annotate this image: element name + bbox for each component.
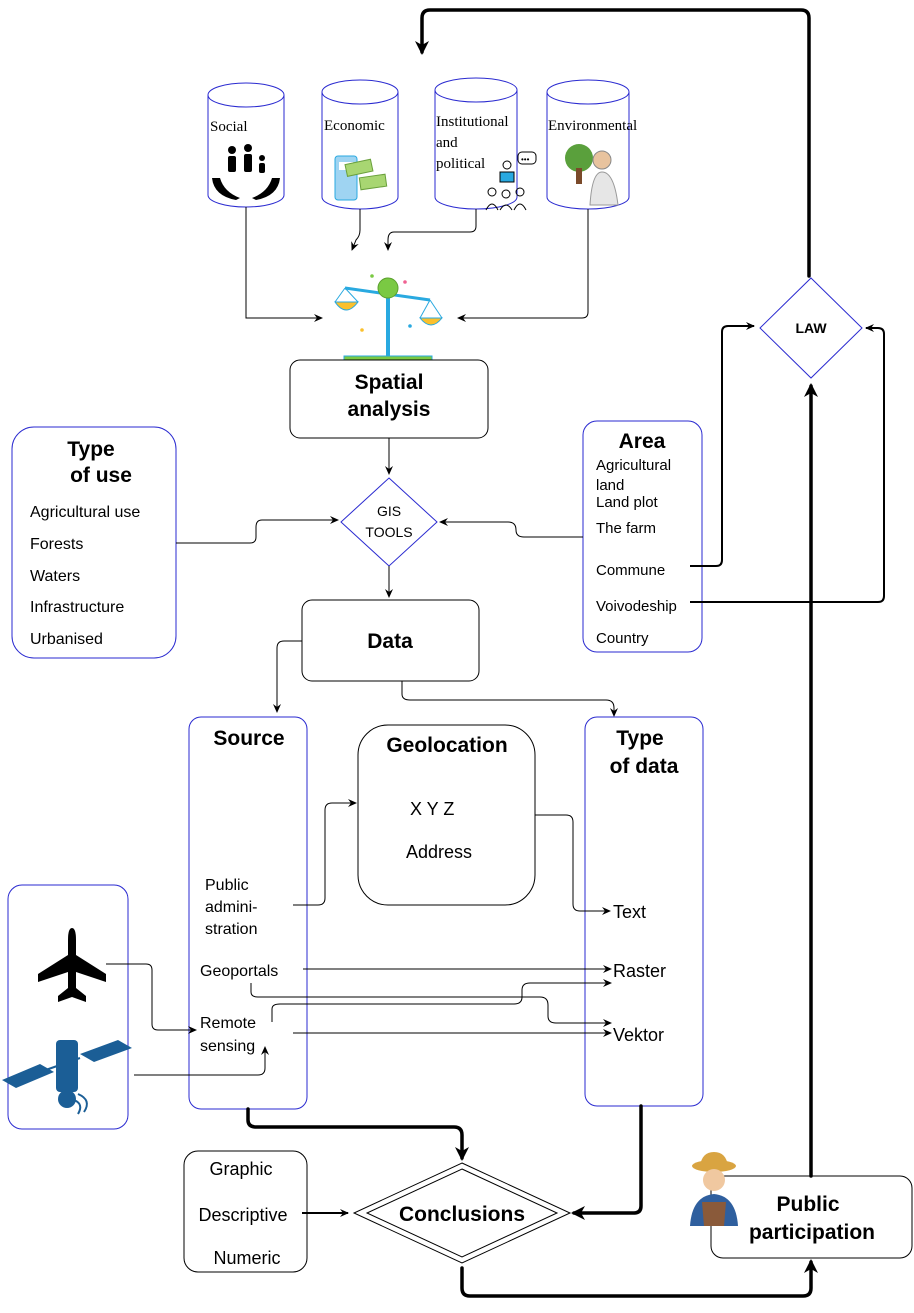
svg-text:•••: ••• <box>521 155 530 164</box>
type-of-data-raster: Raster <box>613 961 666 981</box>
geolocation-address: Address <box>406 842 472 862</box>
type-of-data-text: Text <box>613 902 646 922</box>
gis-tools-diamond <box>340 477 438 567</box>
geolocation-xyz: X Y Z <box>410 799 454 819</box>
output-forms-box <box>183 1150 308 1273</box>
public-participation-line-2: participation <box>749 1221 875 1244</box>
family-hands-icon <box>212 144 280 200</box>
conclusions-label: Conclusions <box>399 1203 525 1226</box>
money-icon <box>334 155 388 201</box>
type-of-use-item: Forests <box>30 536 83 553</box>
area-item: Agricultural <box>596 457 671 474</box>
type-of-use-item: Waters <box>30 568 80 585</box>
speaker-crowd-icon: ••• <box>485 151 537 211</box>
source-geoportals: Geoportals <box>200 963 278 980</box>
pillar-social: Social <box>207 82 285 208</box>
pillar-economic-label: Economic <box>324 118 385 134</box>
institutional-line-2: and <box>436 135 458 151</box>
satellite-icon <box>2 1040 132 1115</box>
area-item: land <box>596 477 624 494</box>
output-form-descriptive: Descriptive <box>198 1205 287 1225</box>
source-remote-2: sensing <box>200 1038 255 1055</box>
area-item: The farm <box>596 520 656 537</box>
source-public-admin-2: admini- <box>205 899 257 916</box>
law-label: LAW <box>795 320 827 336</box>
spatial-analysis-line-1: Spatial <box>355 371 424 394</box>
balance-scale-icon <box>334 274 444 364</box>
source-public-admin-3: stration <box>205 921 257 938</box>
geolocation-title: Geolocation <box>386 734 507 757</box>
scientist-tree-icon <box>565 144 619 206</box>
farmer-icon <box>690 1152 738 1226</box>
gis-tools-line-1: GIS <box>377 503 401 519</box>
type-of-use-title-1: Type <box>67 438 114 461</box>
area-item: Land plot <box>596 494 659 511</box>
pillar-environmental-label: Environmental <box>548 118 637 134</box>
area-item: Country <box>596 630 649 647</box>
spatial-analysis-line-2: analysis <box>348 398 431 421</box>
type-of-use-item: Infrastructure <box>30 599 124 616</box>
law-diamond <box>759 277 863 379</box>
gis-tools-line-2: TOOLS <box>365 524 412 540</box>
pillar-economic: Economic <box>321 79 399 210</box>
area-item: Voivodeship <box>596 598 677 615</box>
source-title: Source <box>213 727 284 750</box>
public-participation-line-1: Public <box>776 1193 839 1216</box>
source-remote-1: Remote <box>200 1015 256 1032</box>
airplane-icon <box>38 928 106 1002</box>
type-of-data-title-2: of data <box>610 755 679 778</box>
pillar-institutional: Institutional and political ••• <box>434 77 537 211</box>
type-of-data-vektor: Vektor <box>613 1025 664 1045</box>
conclusions-diamond <box>365 1168 559 1258</box>
output-form-numeric: Numeric <box>213 1248 280 1268</box>
area-title: Area <box>619 430 666 453</box>
institutional-line-3: political <box>436 156 485 172</box>
area-item: Commune <box>596 562 665 579</box>
pillar-environmental: Environmental <box>546 79 637 210</box>
source-public-admin-1: Public <box>205 877 249 894</box>
type-of-use-item: Urbanised <box>30 631 103 648</box>
institutional-line-1: Institutional <box>436 114 509 130</box>
data-label: Data <box>367 630 413 653</box>
output-form-graphic: Graphic <box>209 1159 272 1179</box>
type-of-use-title-2: of use <box>70 464 132 487</box>
public-participation-box <box>710 1175 913 1259</box>
type-of-use-item: Agricultural use <box>30 504 140 521</box>
type-of-data-title-1: Type <box>616 727 663 750</box>
pillar-social-label: Social <box>210 119 248 135</box>
